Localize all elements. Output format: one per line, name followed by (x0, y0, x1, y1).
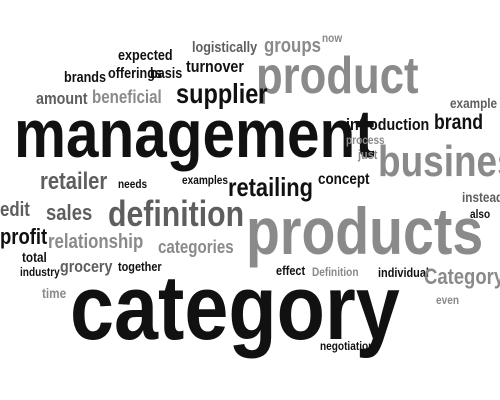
word-management: management (14, 96, 375, 172)
word-total: total (22, 249, 47, 265)
word-examples: examples (182, 173, 228, 187)
word-also: also (470, 207, 491, 221)
word-turnover: turnover (186, 57, 244, 76)
word-beneficial: beneficial (92, 87, 162, 107)
word-concept: concept (318, 171, 370, 188)
word-just: just (358, 147, 378, 162)
word-edit: edit (0, 199, 30, 221)
word-process: process (346, 133, 385, 147)
word-introduction: introduction (346, 115, 430, 134)
word-retailing: retailing (228, 172, 313, 202)
word-even: even (436, 293, 459, 307)
word-example: example (450, 95, 498, 111)
word-category: category (70, 257, 400, 359)
word-expected: expected (118, 47, 173, 64)
word-category-small: Category (424, 264, 500, 289)
word-needs: needs (118, 177, 148, 191)
word-logistically: logistically (192, 39, 258, 56)
word-individual: individual (378, 265, 429, 280)
word-time: time (42, 285, 67, 301)
word-instead: instead (462, 189, 500, 205)
word-sales: sales (46, 200, 93, 225)
word-industry: industry (20, 265, 60, 279)
word-amount: amount (36, 89, 88, 108)
word-basis: basis (150, 65, 183, 82)
word-effect: effect (276, 263, 306, 278)
word-offerings: offerings (108, 65, 162, 82)
word-products: products (246, 194, 484, 268)
word-supplier: supplier (176, 78, 268, 109)
word-brands: brands (64, 69, 107, 86)
word-now: now (322, 31, 343, 45)
word-definition-small: Definition (312, 265, 359, 279)
word-together: together (118, 259, 162, 274)
word-relationship: relationship (48, 231, 144, 253)
word-profit: profit (0, 224, 48, 249)
word-groups: groups (264, 35, 321, 57)
word-product: product (256, 47, 419, 105)
word-brand: brand (434, 111, 484, 134)
word-definition: definition (108, 193, 245, 234)
word-categories: categories (158, 237, 234, 257)
word-retailer: retailer (40, 168, 108, 195)
word-business: business (378, 137, 500, 186)
word-grocery: grocery (60, 257, 113, 276)
word-negotiations: negotiations (320, 339, 380, 353)
